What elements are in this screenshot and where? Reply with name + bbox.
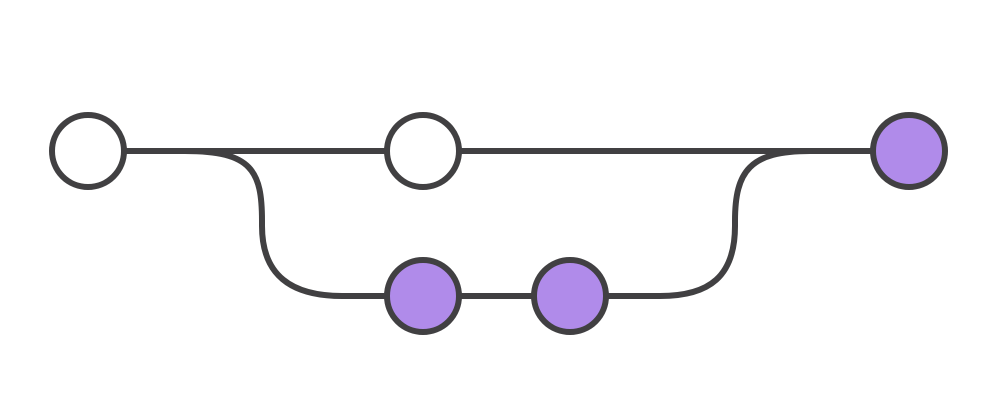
edge-c1-f1 — [182, 148, 426, 299]
commit-nodes — [49, 112, 948, 335]
branch-edges — [85, 148, 912, 299]
commit-node-m1 — [870, 112, 948, 190]
commit-node-c1 — [49, 112, 127, 190]
commit-node-f2 — [531, 257, 609, 335]
edge-f2-m1 — [567, 148, 813, 299]
commit-node-f1 — [384, 257, 462, 335]
commit-node-c2 — [384, 112, 462, 190]
